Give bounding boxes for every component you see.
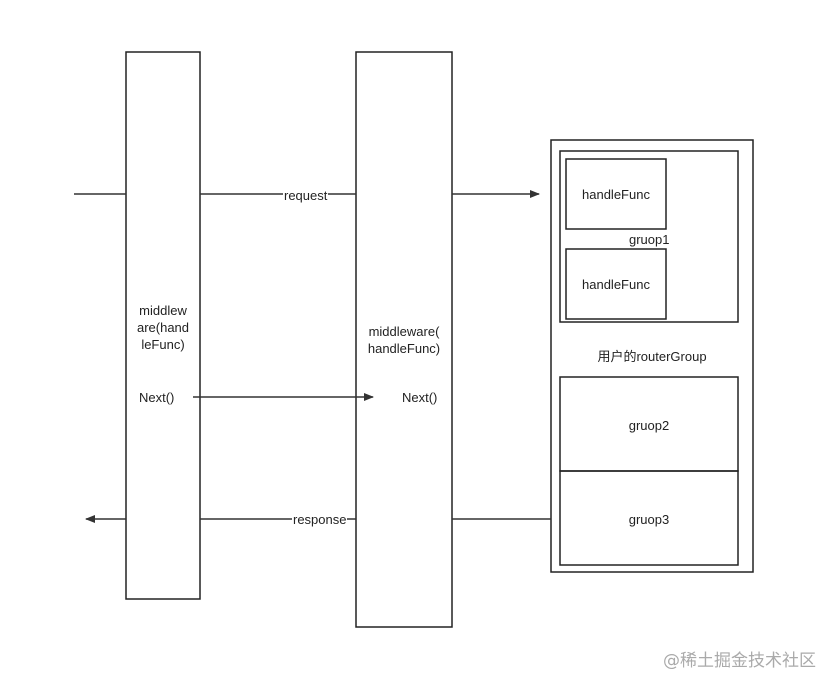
handler1-label: handleFunc <box>582 187 650 202</box>
middleware1-next-label: Next() <box>139 390 175 405</box>
request-label: request <box>283 187 329 204</box>
response-label: response <box>292 511 348 528</box>
middleware1-box <box>125 51 201 600</box>
middleware2-label: middleware( handleFunc) <box>356 323 452 357</box>
group1-box <box>559 150 739 323</box>
middleware2-label-line-2: handleFunc) <box>367 341 441 356</box>
group1-label: gruop1 <box>629 232 670 247</box>
middleware2-label-line-1: middleware( <box>368 324 440 339</box>
watermark: @稀土掘金技术社区 <box>663 651 816 671</box>
group3-box <box>559 470 739 566</box>
middleware1-label-line-3: leFunc) <box>141 337 185 352</box>
group2-label: gruop2 <box>628 418 670 433</box>
handler2-box <box>565 248 667 320</box>
handler2-label: handleFunc <box>582 277 650 292</box>
group3-label: gruop3 <box>628 512 670 527</box>
middleware1-label-line-1: middlew <box>139 303 187 318</box>
handler1-box <box>565 158 667 230</box>
middleware2-box <box>355 51 453 628</box>
middleware2-next-label: Next() <box>402 390 438 405</box>
router-group-box <box>550 139 754 573</box>
router-group-title: 用户的routerGroup <box>597 349 707 364</box>
middleware1-label: middlew are(hand leFunc) <box>126 302 200 353</box>
middleware1-label-line-2: are(hand <box>136 320 190 335</box>
